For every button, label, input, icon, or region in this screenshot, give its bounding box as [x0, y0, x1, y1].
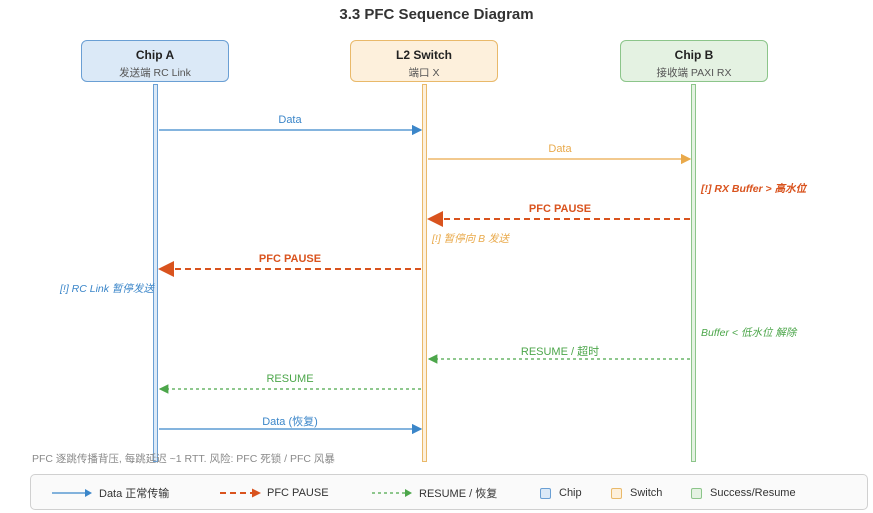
participant-name: Chip A — [135, 48, 175, 62]
note-buffer-low: Buffer < 低水位 解除 — [701, 327, 797, 339]
lifeline-l2-switch — [422, 84, 427, 462]
message-label: PFC PAUSE — [258, 253, 322, 265]
message-label: PFC PAUSE — [528, 203, 592, 215]
participant-chip-a: Chip A 发送端 RC Link — [81, 40, 229, 82]
legend-label: Chip — [559, 487, 582, 499]
participant-name: L2 Switch — [395, 48, 452, 62]
legend-chip-swatch-icon — [540, 487, 551, 499]
participant-l2-switch: L2 Switch 端口 X — [350, 40, 498, 82]
message-label: RESUME / 超时 — [520, 346, 600, 358]
note-rc-link-pause: [!] RC Link 暂停发送 — [60, 283, 154, 295]
legend-item-chip: Chip — [540, 475, 582, 511]
legend-label: Data 正常传输 — [99, 488, 170, 500]
participant-chip-b: Chip B 接收端 PAXI RX — [620, 40, 768, 82]
legend-label: Success/Resume — [710, 487, 796, 499]
legend-resume-arrow-icon — [372, 489, 412, 497]
legend-item-data: Data 正常传输 — [51, 475, 169, 511]
participant-name: Chip B — [674, 48, 714, 62]
participant-subtitle: 发送端 RC Link — [119, 67, 191, 79]
legend-data-arrow-icon — [52, 489, 92, 497]
legend-label: Switch — [630, 487, 663, 499]
legend-item-success: Success/Resume — [691, 475, 796, 511]
legend-item-switch: Switch — [611, 475, 662, 511]
message-label: Data — [548, 143, 572, 155]
note-rx-buffer-high: [!] RX Buffer > 高水位 — [701, 183, 807, 195]
legend-pause-arrow-icon — [220, 488, 261, 498]
message-label: Data — [278, 114, 302, 126]
legend-label: PFC PAUSE — [267, 487, 329, 499]
note-switch-pause: [!] 暂停向 B 发送 — [432, 233, 510, 245]
footnote: PFC 逐跳传播背压, 每跳延迟 ~1 RTT. 风险: PFC 死锁 / PF… — [32, 453, 335, 465]
legend-switch-swatch-icon — [611, 487, 622, 499]
diagram-title: 3.3 PFC Sequence Diagram — [339, 6, 534, 23]
participant-subtitle: 接收端 PAXI RX — [656, 67, 732, 79]
message-label: RESUME — [266, 373, 314, 385]
legend-label: RESUME / 恢复 — [419, 488, 498, 500]
legend: Data 正常传输 PFC PAUSE RESUME / 恢复 Chip Swi… — [30, 474, 868, 510]
legend-item-resume: RESUME / 恢复 — [371, 475, 497, 511]
lifeline-chip-a — [153, 84, 158, 462]
legend-item-pause: PFC PAUSE — [219, 475, 329, 511]
participant-subtitle: 端口 X — [408, 67, 440, 79]
lifeline-chip-b — [691, 84, 696, 462]
message-label: Data (恢复) — [262, 416, 318, 428]
legend-success-swatch-icon — [691, 487, 702, 499]
